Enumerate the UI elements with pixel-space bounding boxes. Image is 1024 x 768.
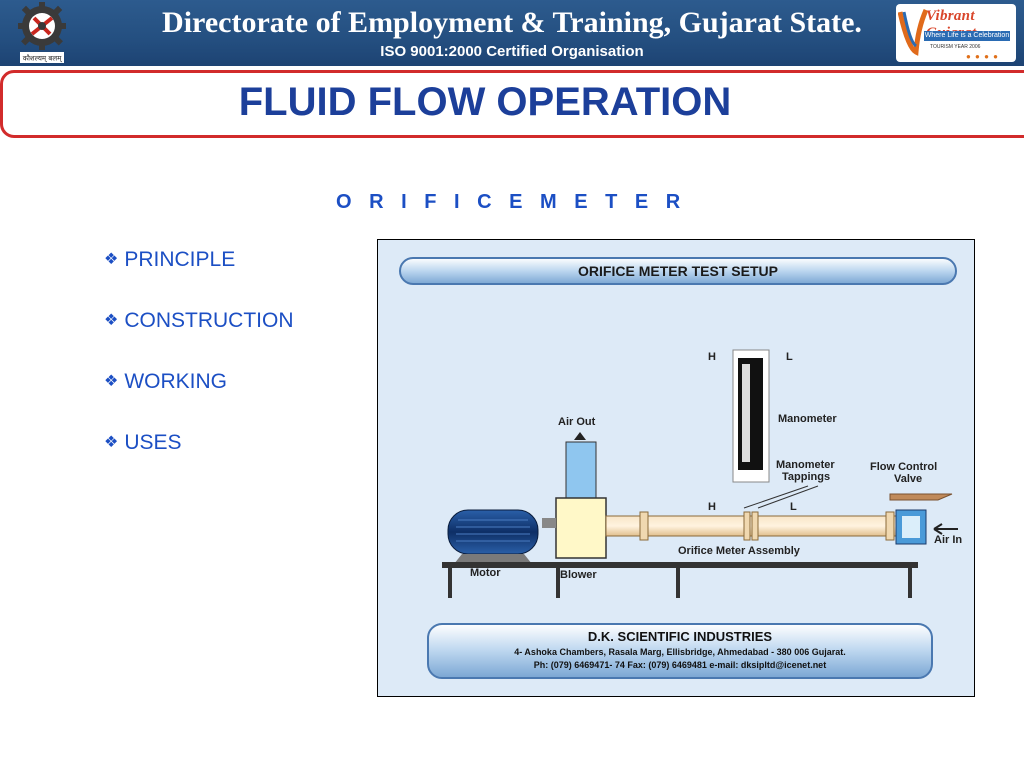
table-leg [448, 568, 452, 598]
manometer-h-label: H [708, 351, 716, 363]
vibrant-gujarat-logo: Vibrant Gujarat Where Life is a Celebrat… [896, 4, 1016, 62]
valve-label-1: Flow Control [870, 461, 937, 473]
bullet-text: PRINCIPLE [124, 248, 236, 271]
banner-title: Directorate of Employment & Training, Gu… [162, 6, 862, 39]
assembly-label: Orifice Meter Assembly [678, 545, 801, 557]
table-leg [908, 568, 912, 598]
manometer-tube [742, 364, 750, 462]
blower-label: Blower [560, 569, 597, 581]
heading-pill [399, 257, 957, 285]
valve-window [902, 516, 920, 538]
air-in-arrow-icon [933, 523, 958, 535]
pipe-l-label: L [790, 501, 797, 513]
table-leg [676, 568, 680, 598]
valve-label-2: Valve [894, 473, 922, 485]
air-out-duct [565, 441, 597, 499]
bullet-text: WORKING [124, 370, 228, 393]
flange [885, 511, 895, 541]
pipe-h-label: H [708, 501, 716, 513]
bullet-item: ❖ CONSTRUCTION [104, 309, 294, 370]
slide-subtitle: O R I F I C E M E T E R [336, 191, 687, 213]
bullet-item: ❖ PRINCIPLE [104, 248, 294, 309]
emblem-caption: कौशल्यम् बलम् [23, 54, 63, 63]
manometer-label: Manometer [778, 413, 837, 425]
flange [639, 511, 649, 541]
gear-emblem-icon: कौशल्यम् बलम् [18, 2, 66, 64]
company-contact: Ph: (079) 6469471- 74 Fax: (079) 6469481… [534, 660, 826, 670]
bullet-text: CONSTRUCTION [124, 309, 294, 332]
table-top [442, 562, 918, 568]
air-in-label: Air In [934, 534, 962, 546]
bullet-list: ❖ PRINCIPLE ❖ CONSTRUCTION ❖ WORKING ❖ USES [104, 248, 294, 492]
valve-handle [889, 493, 953, 501]
coupling [542, 518, 556, 528]
motor-label: Motor [470, 567, 501, 579]
tappings-leader-lines [743, 485, 819, 509]
diagram-heading: ORIFICE METER TEST SETUP [578, 263, 778, 279]
vibrant-gujarat-year: TOURISM YEAR 2006 [930, 44, 981, 50]
v-swoosh-icon [898, 8, 928, 56]
flange [743, 511, 751, 541]
air-out-label: Air Out [558, 416, 596, 428]
flange [751, 511, 759, 541]
orifice-meter-diagram: ORIFICE METER TEST SETUP H L Manometer M… [377, 239, 975, 697]
bullet-item: ❖ USES [104, 431, 294, 492]
diamond-bullet-icon: ❖ [104, 251, 119, 268]
blower [555, 497, 607, 559]
vibrant-gujarat-tagline: Where Life is a Celebration [924, 31, 1010, 41]
manometer-column [738, 358, 763, 470]
motor [447, 509, 539, 555]
company-name: D.K. SCIENTIFIC INDUSTRIES [588, 629, 773, 644]
header-banner: कौशल्यम् बलम् Directorate of Employment … [0, 0, 1024, 66]
bullet-item: ❖ WORKING [104, 370, 294, 431]
manometer-l-label: L [786, 351, 793, 363]
diamond-bullet-icon: ❖ [104, 434, 119, 451]
decorative-dots: ● ● ● ● [966, 52, 999, 61]
table-leg [556, 568, 560, 598]
diamond-bullet-icon: ❖ [104, 373, 119, 390]
slide-title: FLUID FLOW OPERATION [238, 80, 732, 124]
bullet-text: USES [124, 431, 182, 454]
banner-subtitle: ISO 9001:2000 Certified Organisation [380, 43, 644, 60]
company-footer [427, 623, 933, 679]
title-frame [0, 70, 1024, 138]
orifice-pipe [605, 515, 897, 537]
tappings-label-2: Tappings [782, 471, 830, 483]
air-out-arrow-icon [574, 432, 586, 440]
motor-base [454, 554, 532, 564]
diamond-bullet-icon: ❖ [104, 312, 119, 329]
company-address: 4- Ashoka Chambers, Rasala Marg, Ellisbr… [514, 647, 845, 657]
tappings-label-1: Manometer [776, 459, 835, 471]
